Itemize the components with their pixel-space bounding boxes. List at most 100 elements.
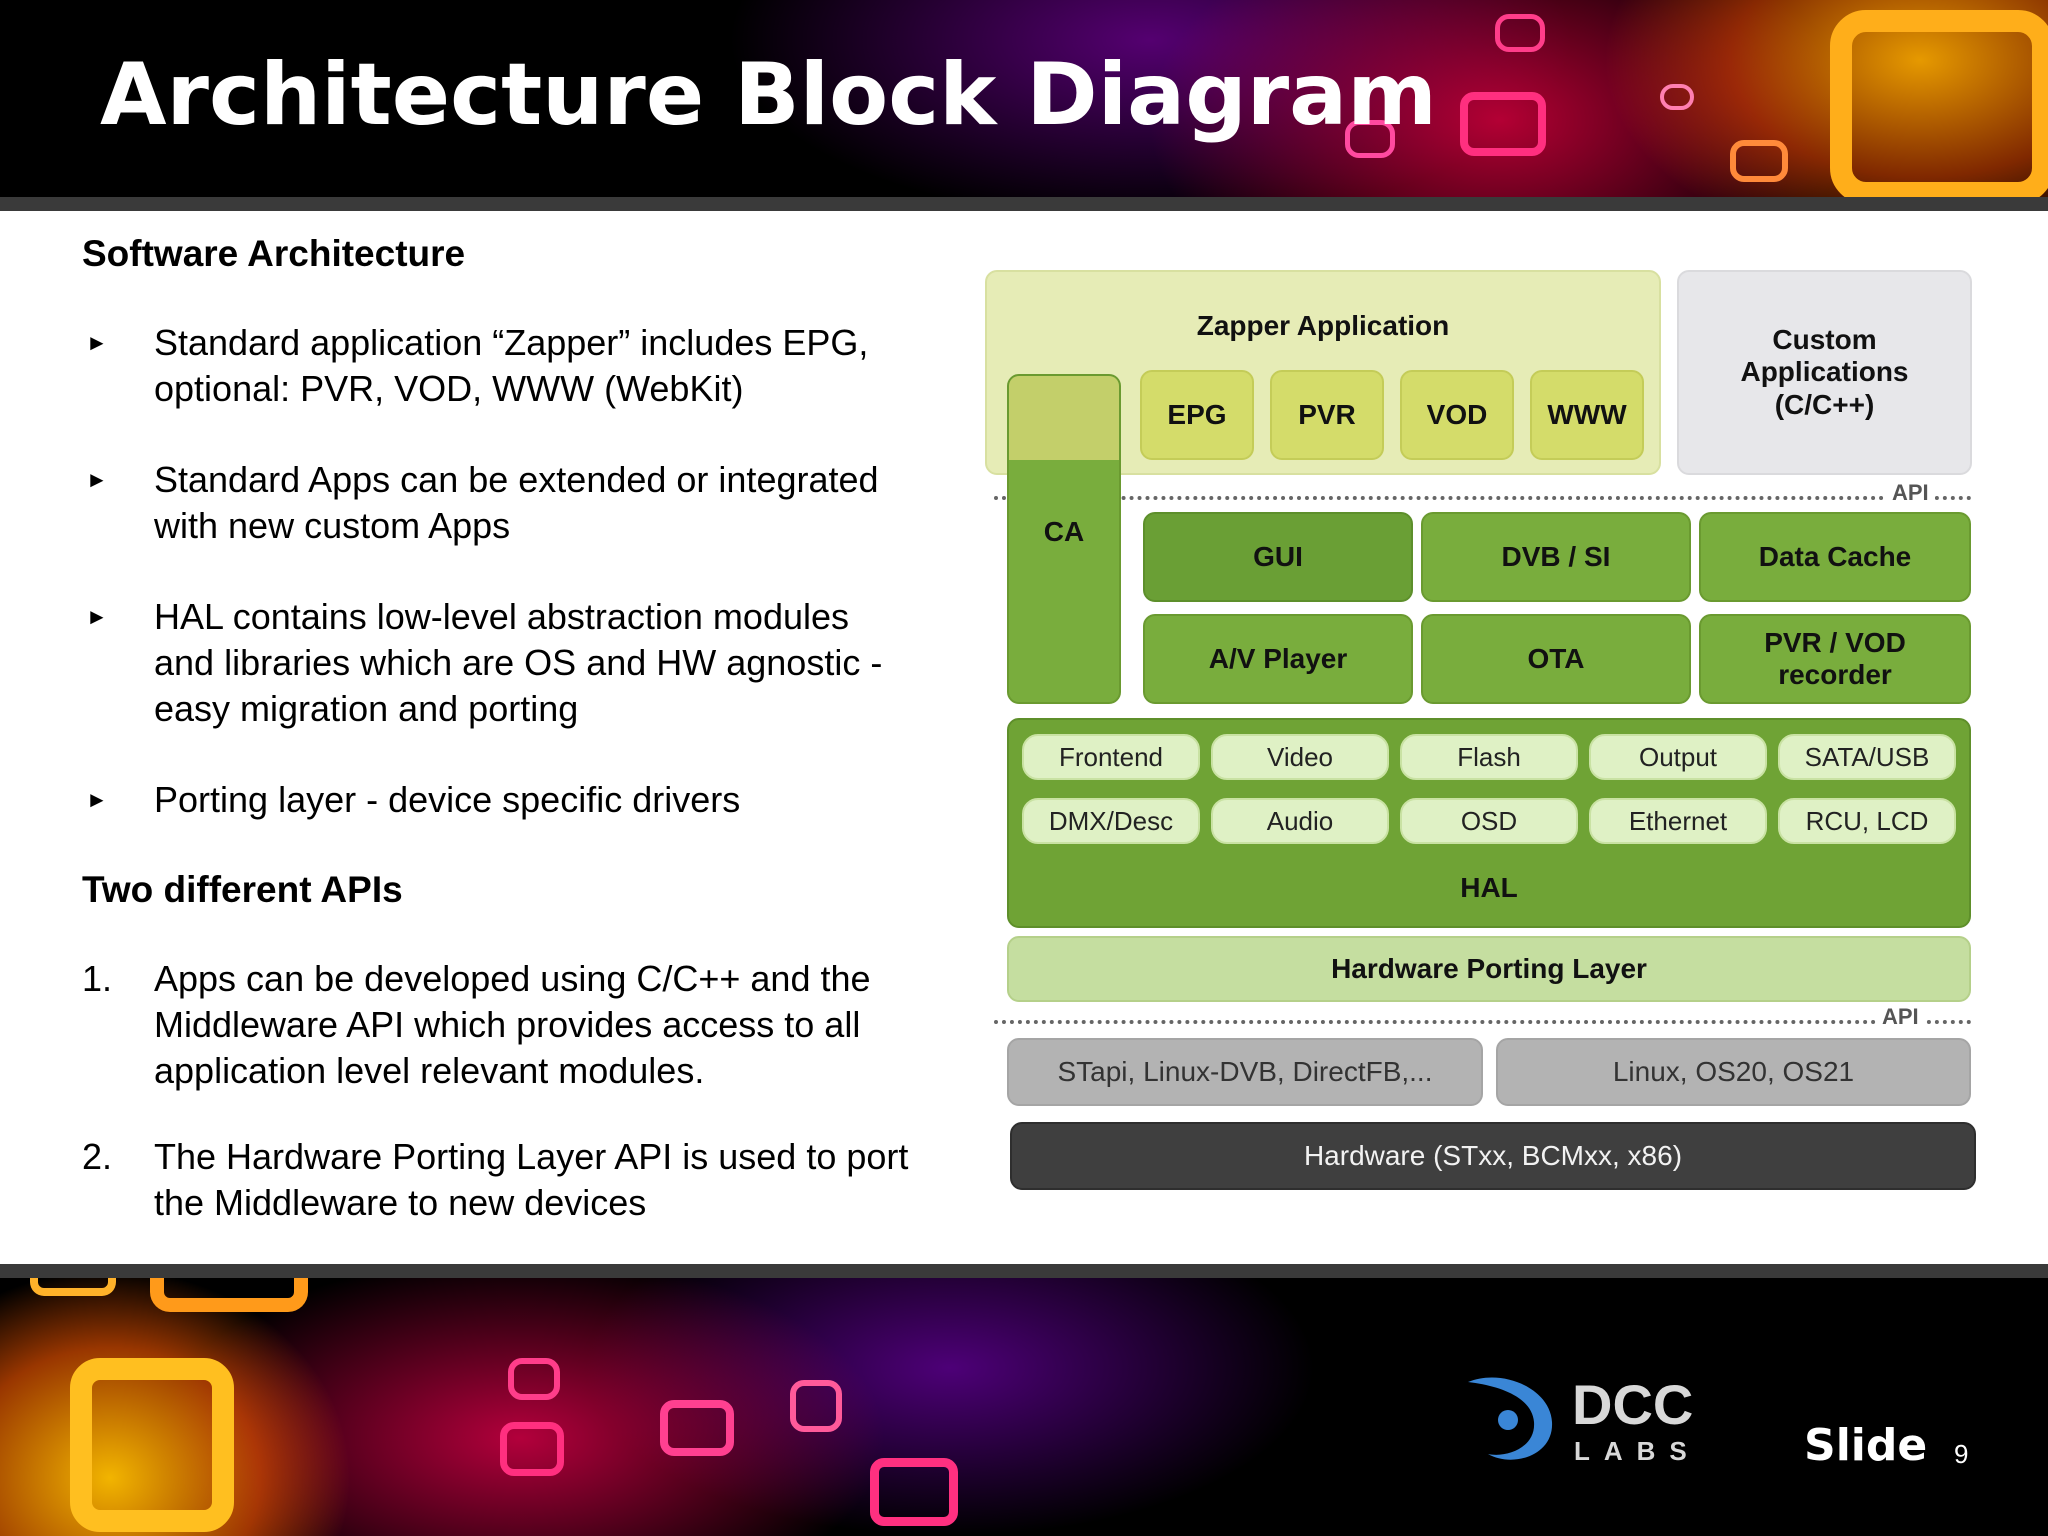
dcc-swoosh-icon xyxy=(1468,1377,1553,1460)
footer-banner xyxy=(0,1278,2048,1536)
bullet-line: HAL contains low-level abstraction modul… xyxy=(154,596,850,637)
hal-module: DMX/Desc xyxy=(1022,798,1200,844)
header-divider xyxy=(0,197,2048,211)
custom-applications-block: Custom Applications (C/C++) xyxy=(1677,270,1972,475)
decor-shape xyxy=(1660,84,1694,110)
decor-shape xyxy=(870,1458,958,1526)
hal-label: HAL xyxy=(1460,871,1518,903)
zapper-application-label: Zapper Application xyxy=(1196,310,1450,341)
hal-module: OSD xyxy=(1400,798,1578,844)
dcc-labs-logo: DCC LABS xyxy=(1468,1373,1701,1466)
driver-libraries-block: STapi, Linux-DVB, DirectFB,... xyxy=(1007,1038,1483,1106)
hardware-label: Hardware (STxx, BCMxx, x86) xyxy=(1303,1139,1683,1171)
decor-shape xyxy=(500,1422,564,1476)
slide-label: Slide xyxy=(1804,1420,1928,1471)
hal-module: Output xyxy=(1589,734,1767,780)
numbered-line: Apps can be developed using C/C++ and th… xyxy=(154,958,871,999)
pvr-vod-recorder-line: recorder xyxy=(1778,659,1892,690)
pvr-vod-recorder-block: PVR / VOD recorder xyxy=(1699,614,1971,704)
page-title: Architecture Block Diagram xyxy=(100,45,1437,145)
architecture-diagram: Zapper Application EPG PVR VOD WWW Custo… xyxy=(980,264,1980,1204)
bullet-item: ► HAL contains low-level abstraction mod… xyxy=(82,594,962,732)
decor-shape xyxy=(150,1278,308,1312)
custom-applications-line: (C/C++) xyxy=(1774,388,1875,420)
text-content: Software Architecture ► Standard applica… xyxy=(82,232,962,1226)
slide-number: 9 xyxy=(1954,1439,1969,1469)
hal-module: Flash xyxy=(1400,734,1578,780)
pvr-module: PVR xyxy=(1270,370,1384,460)
pvr-vod-recorder-line: PVR / VOD xyxy=(1764,626,1906,658)
vod-module: VOD xyxy=(1400,370,1514,460)
gui-block: GUI xyxy=(1143,512,1413,602)
dvb-si-block: DVB / SI xyxy=(1421,512,1691,602)
api-separator-line xyxy=(994,1020,1972,1024)
numbered-item: 1. Apps can be developed using C/C++ and… xyxy=(82,956,962,1094)
driver-libraries-label: STapi, Linux-DVB, DirectFB,... xyxy=(1057,1055,1433,1087)
api-label: API xyxy=(1886,480,1935,506)
epg-label: EPG xyxy=(1167,398,1227,430)
bullet-line: and libraries which are OS and HW agnost… xyxy=(154,642,883,683)
av-player-block: A/V Player xyxy=(1143,614,1413,704)
decor-shape xyxy=(1730,140,1788,182)
bullet-line: with new custom Apps xyxy=(154,505,511,546)
bullet-arrow-icon: ► xyxy=(86,604,108,629)
decor-shape xyxy=(1460,92,1546,156)
numbered-line: the Middleware to new devices xyxy=(154,1182,647,1223)
vod-label: VOD xyxy=(1426,398,1488,430)
bullet-line: Standard Apps can be extended or integra… xyxy=(154,459,879,500)
bullet-item: ► Porting layer - device specific driver… xyxy=(82,777,962,823)
section-heading-software: Software Architecture xyxy=(82,233,466,274)
hardware-block: Hardware (STxx, BCMxx, x86) xyxy=(1010,1122,1976,1190)
ota-label: OTA xyxy=(1527,642,1585,674)
operating-systems-label: Linux, OS20, OS21 xyxy=(1612,1055,1855,1087)
epg-module: EPG xyxy=(1140,370,1254,460)
logo-text-dcc: DCC xyxy=(1572,1373,1693,1436)
decor-shape xyxy=(1830,10,2048,197)
pvr-label: PVR xyxy=(1298,398,1356,430)
bullet-arrow-icon: ► xyxy=(86,787,108,812)
numbered-line: Middleware API which provides access to … xyxy=(154,1004,861,1045)
logo-text-labs: LABS xyxy=(1574,1436,1701,1466)
hal-module: Audio xyxy=(1211,798,1389,844)
ca-top-overlap xyxy=(1009,376,1119,460)
decor-shape xyxy=(790,1380,842,1432)
numbered-item: 2. The Hardware Porting Layer API is use… xyxy=(82,1134,962,1226)
footer-divider xyxy=(0,1264,2048,1278)
dvb-si-label: DVB / SI xyxy=(1501,540,1611,572)
hardware-porting-layer-label: Hardware Porting Layer xyxy=(1331,952,1647,984)
item-number: 1. xyxy=(82,958,113,999)
av-player-label: A/V Player xyxy=(1208,642,1348,674)
section-heading-apis: Two different APIs xyxy=(82,869,403,910)
www-label: WWW xyxy=(1547,398,1627,430)
bullet-line: easy migration and porting xyxy=(154,688,579,729)
custom-applications-line: Custom xyxy=(1772,324,1877,356)
bullet-line: Porting layer - device specific drivers xyxy=(154,779,741,820)
data-cache-block: Data Cache xyxy=(1699,512,1971,602)
bullet-line: Standard application “Zapper” includes E… xyxy=(154,322,869,363)
gui-label: GUI xyxy=(1253,540,1303,572)
hal-module: Video xyxy=(1211,734,1389,780)
decor-shape xyxy=(30,1278,116,1296)
bullet-arrow-icon: ► xyxy=(86,467,108,492)
decor-shape xyxy=(1495,14,1545,52)
bullet-item: ► Standard application “Zapper” includes… xyxy=(82,320,962,412)
custom-applications-line: Applications xyxy=(1740,356,1909,388)
bullet-item: ► Standard Apps can be extended or integ… xyxy=(82,457,962,549)
ota-block: OTA xyxy=(1421,614,1691,704)
hardware-porting-layer-block: Hardware Porting Layer xyxy=(1007,936,1971,1002)
numbered-line: The Hardware Porting Layer API is used t… xyxy=(154,1136,909,1177)
item-number: 2. xyxy=(82,1136,113,1177)
api-separator-line xyxy=(994,496,1972,500)
api-label: API xyxy=(1876,1004,1925,1030)
hal-module: Ethernet xyxy=(1589,798,1767,844)
ca-label: CA xyxy=(1043,516,1085,547)
www-module: WWW xyxy=(1530,370,1644,460)
hal-module: RCU, LCD xyxy=(1778,798,1956,844)
decor-shape xyxy=(1345,120,1395,158)
decor-shape xyxy=(70,1358,234,1532)
header-banner: Architecture Block Diagram xyxy=(0,0,2048,197)
hal-module: SATA/USB xyxy=(1778,734,1956,780)
decor-shape xyxy=(508,1358,560,1400)
bullet-arrow-icon: ► xyxy=(86,330,108,355)
